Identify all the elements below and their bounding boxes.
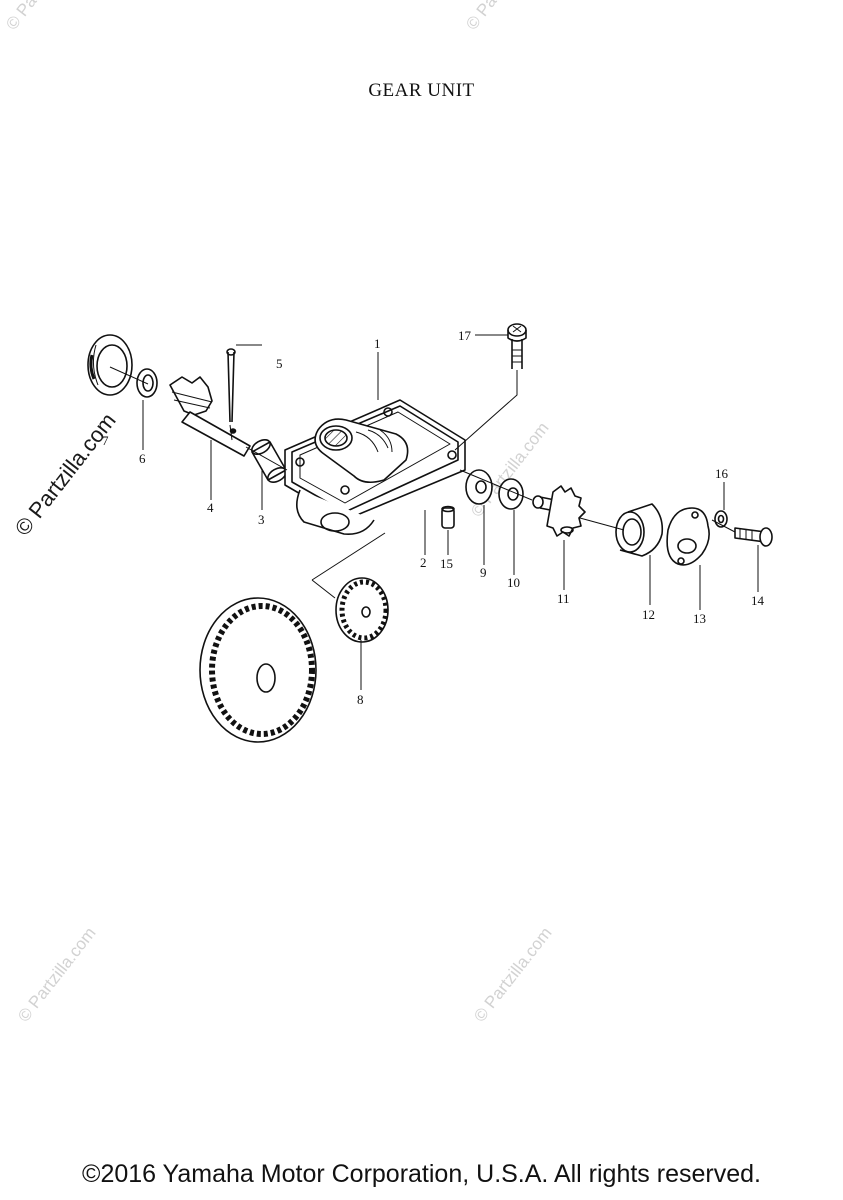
washer-part bbox=[498, 478, 524, 510]
small-gear-part bbox=[532, 485, 586, 537]
callout-16: 16 bbox=[715, 466, 729, 481]
cover-plate-part bbox=[666, 507, 710, 566]
callout-11: 11 bbox=[557, 591, 570, 606]
callout-10: 10 bbox=[507, 575, 520, 590]
callout-4: 4 bbox=[207, 500, 214, 515]
callout-17: 17 bbox=[458, 328, 472, 343]
callout-3: 3 bbox=[258, 512, 265, 527]
callout-6: 6 bbox=[139, 451, 146, 466]
screw-part bbox=[734, 527, 773, 547]
callout-labels: 1 2 3 4 5 6 7 8 9 10 11 12 13 14 15 16 1… bbox=[102, 328, 765, 707]
diagram-title: GEAR UNIT bbox=[368, 80, 475, 101]
dowel-pin-part bbox=[441, 505, 455, 529]
callout-12: 12 bbox=[642, 607, 655, 622]
small-drive-gear-part bbox=[335, 577, 389, 643]
large-gear-part bbox=[199, 597, 317, 743]
oil-seal-part bbox=[87, 334, 133, 396]
cap-part bbox=[615, 503, 664, 557]
callout-14: 14 bbox=[751, 593, 765, 608]
collar-part bbox=[251, 438, 287, 484]
callout-2: 2 bbox=[420, 555, 427, 570]
washer-part bbox=[465, 469, 493, 505]
callout-13: 13 bbox=[693, 611, 706, 626]
gear-housing-part bbox=[284, 399, 466, 536]
shaft-gear-part bbox=[169, 376, 251, 457]
callout-1: 1 bbox=[374, 336, 381, 351]
callout-8: 8 bbox=[357, 692, 364, 707]
bolt-part bbox=[507, 323, 527, 369]
callout-9: 9 bbox=[480, 565, 487, 580]
callout-5: 5 bbox=[276, 356, 283, 371]
pin-part bbox=[226, 348, 236, 423]
callout-15: 15 bbox=[440, 556, 453, 571]
washer-part bbox=[136, 368, 158, 398]
copyright-footer: ©2016 Yamaha Motor Corporation, U.S.A. A… bbox=[82, 1160, 761, 1188]
callout-7: 7 bbox=[102, 433, 109, 448]
